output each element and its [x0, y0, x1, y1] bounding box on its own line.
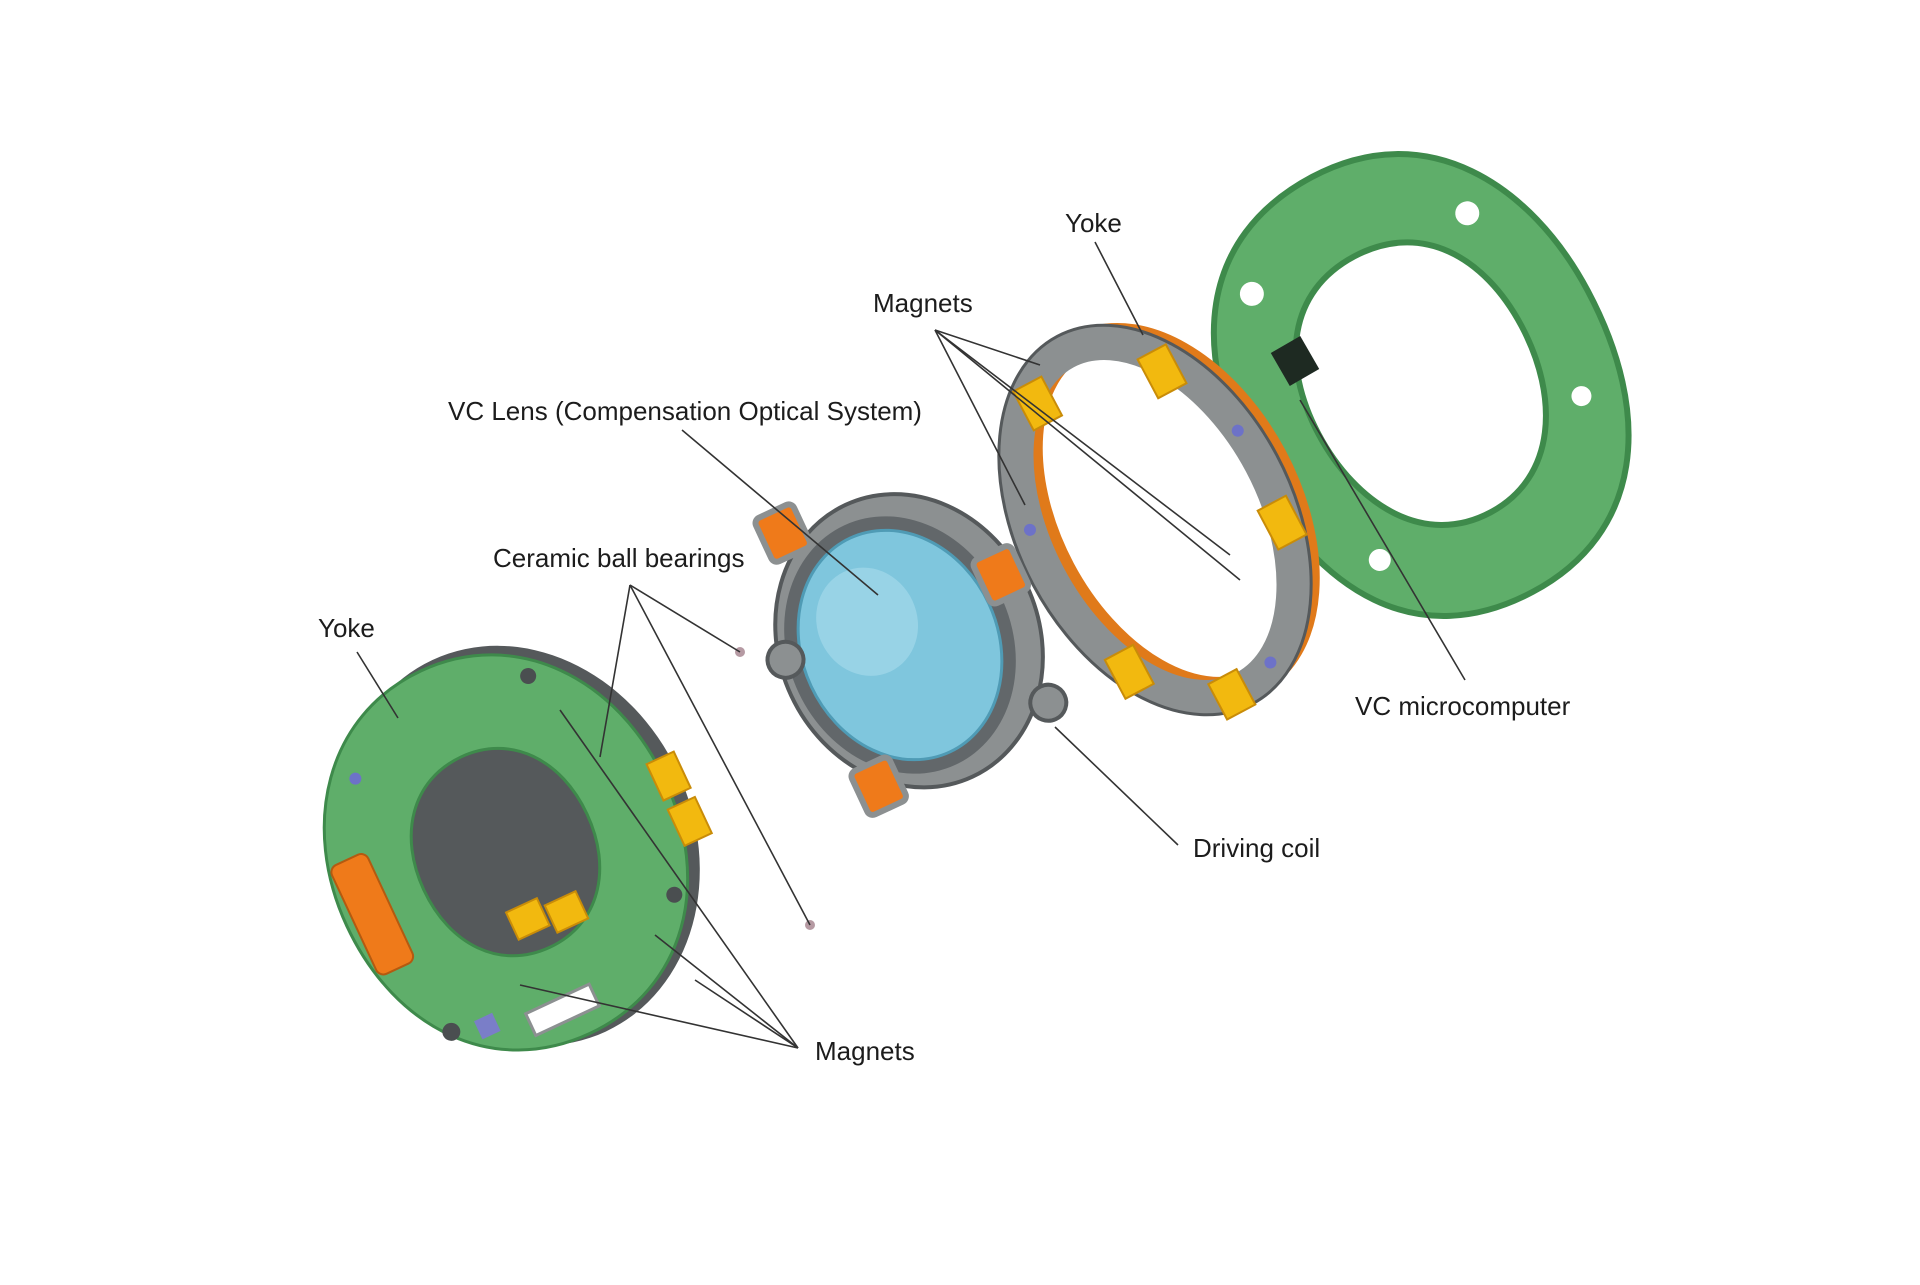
leader-magnets-bottom-1 — [519, 984, 799, 1049]
label-yoke-right: Yoke — [1065, 208, 1122, 238]
leader-magnets-top-2 — [934, 329, 1231, 556]
leader-magnets-top-1 — [934, 329, 1041, 366]
vc-lens-assembly — [752, 492, 1069, 818]
leader-magnets-bottom-3 — [694, 979, 799, 1049]
label-ceramic-ball-bearings: Ceramic ball bearings — [493, 543, 745, 573]
microcomputer-chip — [1270, 336, 1320, 386]
leader-magnets-top-3 — [934, 329, 1241, 581]
leader-ceramic-1 — [629, 584, 741, 653]
label-yoke-left: Yoke — [318, 613, 375, 643]
yoke-ring-left — [322, 645, 714, 1052]
leader-driving-coil — [1054, 726, 1179, 846]
label-magnets-top: Magnets — [873, 288, 973, 318]
leader-magnets-top-4 — [934, 329, 1026, 506]
label-magnets-bottom: Magnets — [815, 1036, 915, 1066]
leader-lines — [356, 241, 1466, 1049]
leader-yoke-left — [356, 651, 399, 719]
leader-magnets-bottom-2 — [654, 934, 799, 1049]
leader-vc-lens — [681, 429, 879, 596]
leader-ceramic-2 — [599, 584, 631, 758]
leader-yoke-right — [1094, 241, 1144, 336]
leader-microcomputer — [1299, 399, 1466, 681]
leader-ceramic-3 — [629, 584, 811, 926]
leader-magnets-bottom-4 — [559, 709, 799, 1049]
label-vc-microcomputer: VC microcomputer — [1355, 691, 1571, 721]
label-vc-lens: VC Lens (Compensation Optical System) — [448, 396, 922, 426]
label-driving-coil: Driving coil — [1193, 833, 1321, 863]
